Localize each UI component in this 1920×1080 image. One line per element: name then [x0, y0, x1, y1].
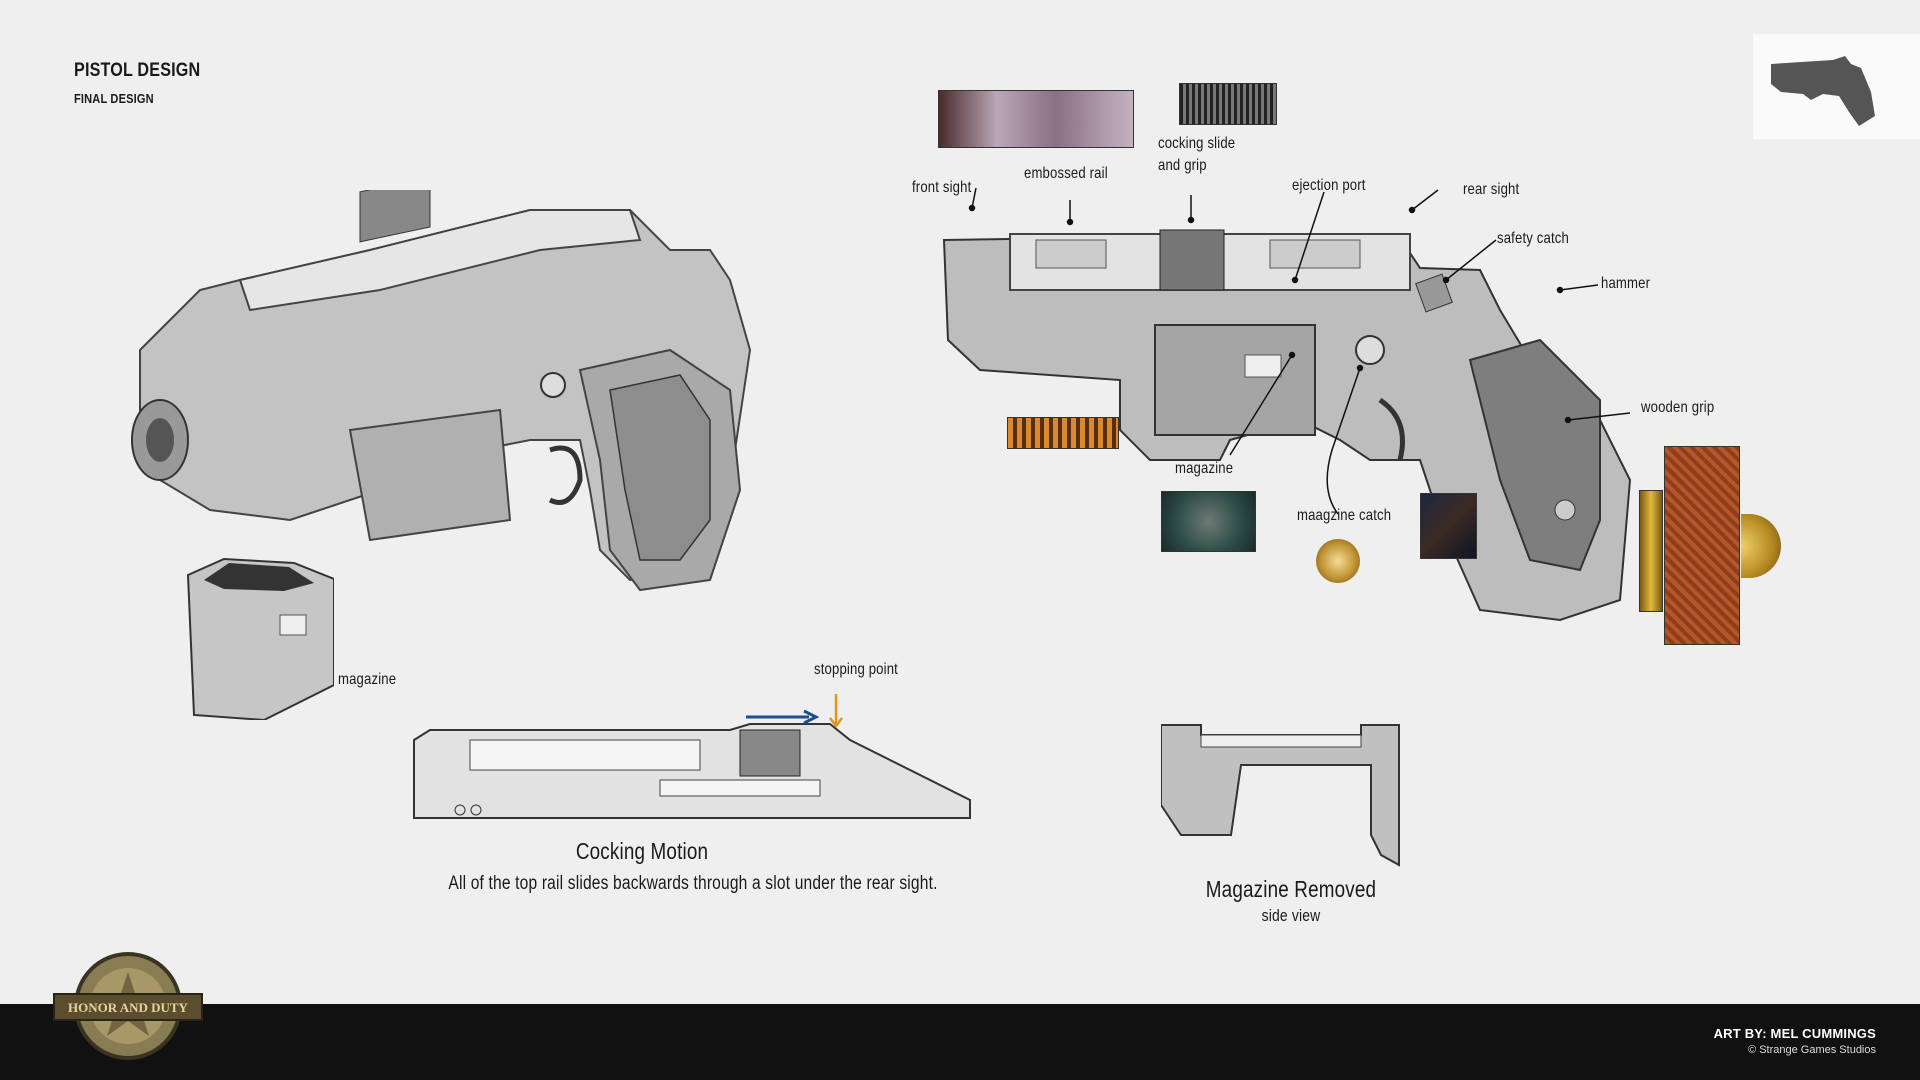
- callout-ejection-port: ejection port: [1292, 177, 1366, 194]
- wooden-grip-swatch: [1664, 446, 1740, 645]
- hammer-detail-swatch: [1420, 493, 1477, 559]
- copyright-text: © Strange Games Studios: [1748, 1044, 1876, 1056]
- magazine-removed-diagram: [1161, 705, 1401, 870]
- callout-magazine-catch: maagzine catch: [1297, 507, 1392, 524]
- magazine-label-left: magazine: [338, 671, 397, 688]
- gear-screw-swatch: [1741, 514, 1781, 578]
- magazine-catch-swatch: [1316, 539, 1360, 583]
- cocking-grip-swatch: [1179, 83, 1277, 125]
- art-credit: ART BY: MEL CUMMINGS: [1713, 1026, 1876, 1041]
- callout-magazine: magazine: [1175, 460, 1234, 477]
- page-subtitle: FINAL DESIGN: [74, 91, 154, 106]
- brass-rail-swatch: [1007, 417, 1119, 449]
- magazine-removed-subtitle: side view: [1261, 906, 1321, 925]
- cocking-motion-title: Cocking Motion: [575, 838, 709, 864]
- magazine-removed-title: Magazine Removed: [1205, 876, 1377, 902]
- blue-direction-arrow: [746, 694, 843, 729]
- callout-front-sight: front sight: [912, 179, 972, 196]
- pistol-three-quarter-view: [131, 190, 752, 592]
- magazine-drawing: [186, 557, 334, 720]
- page-title: PISTOL DESIGN: [74, 60, 201, 81]
- cocking-motion-diagram: [413, 723, 971, 819]
- callout-safety-catch: safety catch: [1497, 230, 1569, 247]
- logo-text: HONOR AND DUTY: [68, 1000, 189, 1015]
- honor-and-duty-logo: HONOR AND DUTY: [50, 944, 206, 1062]
- footer-bar: [0, 1004, 1920, 1080]
- callout-cocking-slide: cocking slide and grip: [1158, 135, 1236, 174]
- callout-rear-sight: rear sight: [1463, 181, 1520, 198]
- silhouette-thumbnail: [1753, 34, 1920, 139]
- stopping-point-label: stopping point: [814, 661, 898, 678]
- cocking-motion-description: All of the top rail slides backwards thr…: [448, 873, 938, 894]
- magazine-plate-swatch: [1161, 491, 1256, 552]
- grip-edge-swatch: [1639, 490, 1663, 612]
- callout-embossed-rail: embossed rail: [1024, 165, 1108, 182]
- callout-leader-lines: [968, 187, 1631, 515]
- callout-hammer: hammer: [1601, 275, 1651, 292]
- embossed-rail-swatch: [938, 90, 1134, 148]
- callout-wooden-grip: wooden grip: [1641, 399, 1715, 416]
